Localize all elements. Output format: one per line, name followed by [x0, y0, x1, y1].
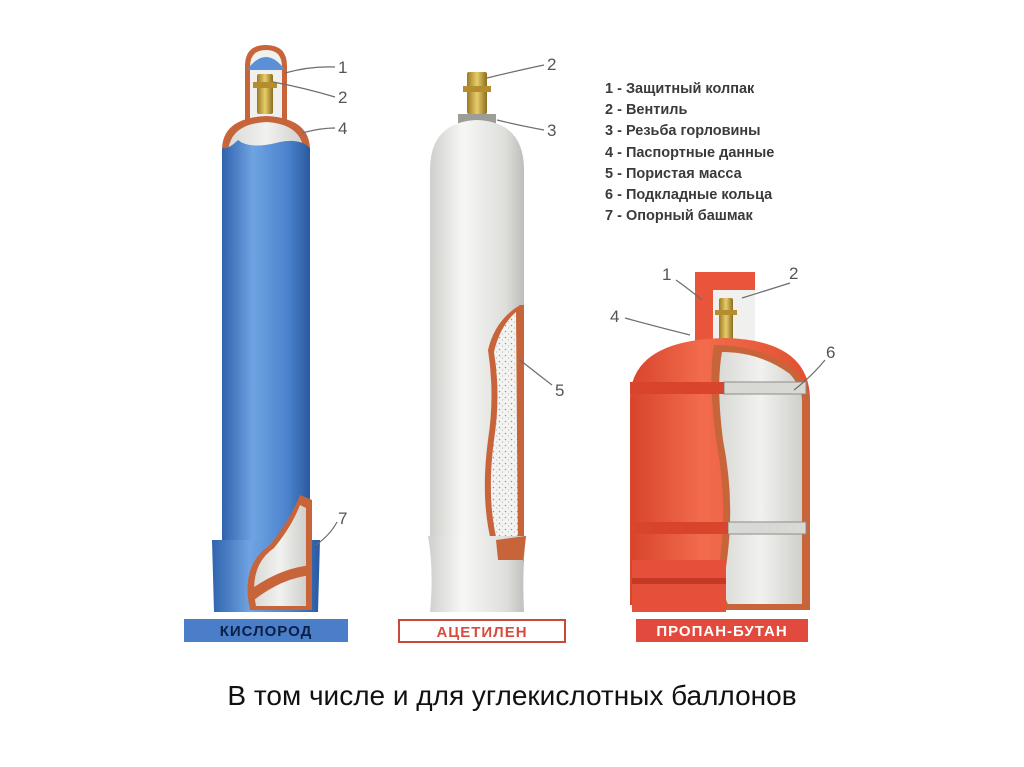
propane-label-box [636, 619, 808, 642]
legend-item: 3 - Резьба горловины [605, 123, 761, 139]
legend-item: 4 - Паспортные данные [605, 145, 774, 161]
callout-number: 2 [547, 55, 556, 74]
oxygen-label-box [184, 619, 348, 642]
legend-item: 6 - Подкладные кольца [605, 187, 773, 203]
valve [257, 74, 273, 114]
oxygen-label: КИСЛОРОД [220, 623, 313, 640]
valve [719, 298, 733, 340]
acetylene-label: АЦЕТИЛЕН [436, 624, 527, 641]
callout-number: 3 [547, 121, 556, 140]
leader-lines [272, 64, 826, 546]
propane-cylinder [630, 272, 810, 612]
acetylene-cylinder [428, 72, 526, 612]
base-ring [723, 381, 807, 395]
legend-item: 7 - Опорный башмак [605, 208, 753, 224]
legend-item: 5 - Пористая масса [605, 166, 743, 182]
callout-number: 6 [826, 343, 835, 362]
callout-number: 4 [338, 119, 347, 138]
base-ring [727, 521, 807, 535]
callout-number: 5 [555, 381, 564, 400]
gas-labels: КИСЛОРОД АЦЕТИЛЕН ПРОПАН-БУТАН [184, 619, 808, 643]
caption: В том числе и для углекислотных баллонов [227, 680, 797, 711]
callout-numbers: 1 2 4 7 2 3 5 1 2 4 6 [338, 55, 835, 528]
valve [467, 72, 487, 114]
callout-number: 2 [789, 264, 798, 283]
callout-number: 4 [610, 307, 619, 326]
callout-number: 1 [338, 58, 347, 77]
legend-item: 2 - Вентиль [605, 102, 687, 118]
legend: 1 - Защитный колпак 2 - Вентиль 3 - Резь… [605, 81, 774, 224]
propane-label: ПРОПАН-БУТАН [656, 623, 787, 640]
oxygen-cylinder [212, 45, 320, 612]
legend-item: 1 - Защитный колпак [605, 81, 755, 97]
callout-number: 1 [662, 265, 671, 284]
callout-number: 2 [338, 88, 347, 107]
acetylene-label-box [398, 619, 566, 643]
oxygen-body [222, 140, 310, 540]
callout-number: 7 [338, 509, 347, 528]
